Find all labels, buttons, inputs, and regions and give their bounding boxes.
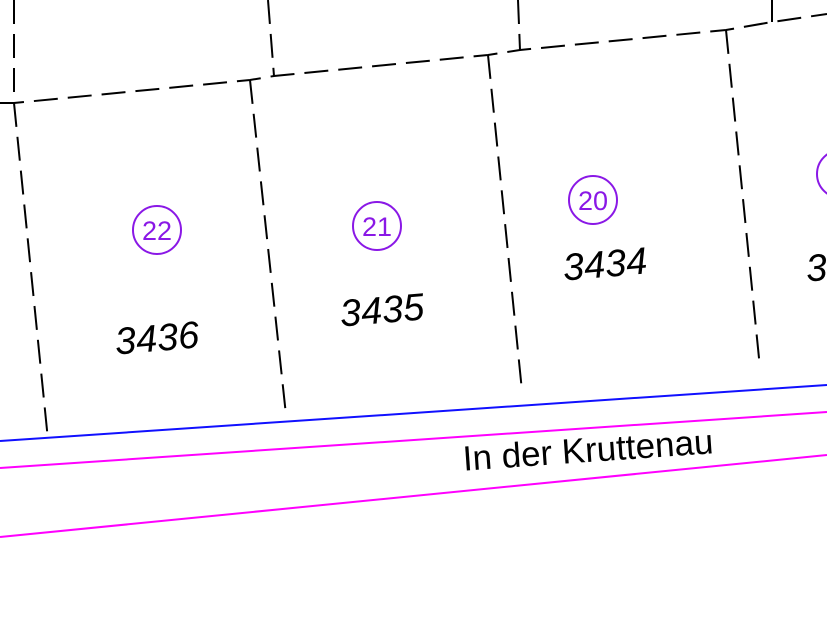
house-number-badge: 22 (132, 205, 182, 255)
street-edge-lower (0, 454, 827, 538)
parcel-boundary-top (0, 13, 827, 104)
parcel-boundary-vertical (517, 0, 521, 51)
parcel-boundary-side (13, 102, 49, 441)
parcel-number: 3433 (804, 241, 827, 290)
street-edge-upper (0, 411, 827, 469)
house-number-badge: 21 (352, 201, 402, 251)
parcel-number: 3434 (561, 240, 649, 289)
house-number: 21 (362, 212, 392, 242)
street-boundary-line (0, 384, 827, 442)
house-number-badge: 19 (816, 153, 827, 195)
parcel-number: 3435 (338, 286, 427, 335)
parcel-boundary-side (249, 79, 287, 416)
parcel-boundary-side (725, 29, 761, 369)
parcel-boundary-side (487, 54, 523, 392)
house-number: 19 (826, 160, 827, 190)
house-number: 20 (578, 186, 608, 216)
house-number: 22 (142, 216, 172, 246)
house-number-badge: 20 (568, 175, 618, 225)
parcel-number: 3436 (113, 314, 202, 363)
parcel-boundary-vertical (267, 0, 275, 77)
